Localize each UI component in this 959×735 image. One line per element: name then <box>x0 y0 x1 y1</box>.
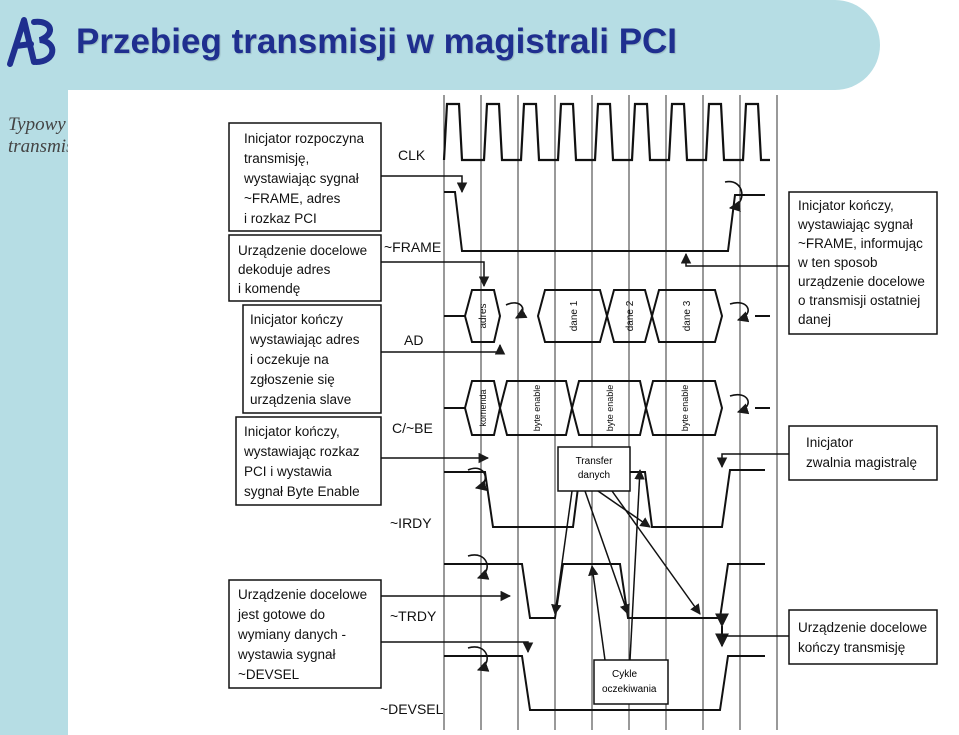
note-left-2-line1: Urządzenie docelowe <box>238 243 367 258</box>
note-left-1-line4: ~FRAME, adres <box>244 191 341 206</box>
trdy-turnaround-icon <box>467 554 490 580</box>
note-right-2-line2: zwalnia magistralę <box>806 455 917 470</box>
note-right-3-box <box>788 609 938 665</box>
cbe-cell-be2: byte enable <box>605 385 615 432</box>
signal-label-devsel: ~DEVSEL <box>380 701 444 717</box>
ad-turnaround-icon-1 <box>505 302 528 319</box>
note-left-5-line1: Urządzenie docelowe <box>238 587 367 602</box>
note-right-1-line1: Inicjator kończy, <box>798 198 894 213</box>
note-left-2-line3: i komendę <box>238 281 300 296</box>
note-connectors <box>381 175 789 654</box>
signal-label-cbe: C/~BE <box>392 420 433 436</box>
note-left-5-line3: wymiany danych - <box>237 627 346 642</box>
note-left-5-line5: ~DEVSEL <box>238 667 300 682</box>
signal-label-clk: CLK <box>398 147 426 163</box>
note-left-5-box <box>228 579 382 689</box>
cbe-cell-komenda: komenda <box>478 389 488 426</box>
note-right-1-line6: o transmisji ostatniej <box>798 293 920 308</box>
wait-arrows <box>588 468 645 661</box>
note-left-3-line1: Inicjator kończy <box>250 312 343 327</box>
page-title: Przebieg transmisji w magistrali PCI <box>76 22 678 61</box>
devsel-turnaround-icon <box>467 646 490 672</box>
note-left-2-line2: dekoduje adres <box>238 262 331 277</box>
signal-label-frame: ~FRAME <box>384 239 441 255</box>
note-left-1-line1: Inicjator rozpoczyna <box>244 131 365 146</box>
transfer-label-2: danych <box>578 470 610 481</box>
note-right-1-line2: wystawiając sygnał <box>797 217 913 232</box>
irdy-turnaround-icon <box>467 467 488 491</box>
ab-logo <box>7 17 56 67</box>
cbe-cell-be1: byte enable <box>532 385 542 432</box>
note-right-1-line4: w ten sposob <box>797 255 878 270</box>
note-right-1-line7: danej <box>798 312 831 327</box>
cbe-bus <box>444 380 770 436</box>
note-left-1-line5: i rozkaz PCI <box>244 211 317 226</box>
side-caption-line2: transmisji <box>8 136 85 157</box>
trdy-waveform <box>444 563 765 619</box>
title-band <box>0 0 880 90</box>
clock-grid <box>443 95 778 730</box>
note-left-5-line2: jest gotowe do <box>237 607 325 622</box>
timing-diagram: Transfer danych Cykle oczekiwania CLK ~F… <box>228 95 938 730</box>
note-left-5-line4: wystawia sygnał <box>237 647 336 662</box>
signal-label-irdy: ~IRDY <box>390 515 432 531</box>
note-left-2-box <box>228 234 382 302</box>
ad-cell-dane3: dane 3 <box>682 300 693 331</box>
transfer-label-1: Transfer <box>576 456 614 467</box>
note-left-3-line3: i oczekuje na <box>250 352 329 367</box>
note-left-4-line3: PCI i wystawia <box>244 464 332 479</box>
frame-turnaround-icon <box>724 180 743 212</box>
clk-waveform <box>442 102 770 162</box>
ad-turnaround-icon-2 <box>729 301 750 323</box>
wait-cycles-box <box>593 659 669 705</box>
note-right-3-line1: Urządzenie docelowe <box>798 620 927 635</box>
note-left-4-box <box>235 416 382 506</box>
note-left-1-line2: transmisję, <box>244 151 309 166</box>
note-right-1-line5: urządzenie docelowe <box>798 274 925 289</box>
ad-cell-dane2: dane 2 <box>625 300 636 331</box>
note-left-3-line5: urządzenia slave <box>250 392 351 407</box>
note-left-3-line2: wystawiając adres <box>249 332 360 347</box>
signal-label-trdy: ~TRDY <box>390 608 437 624</box>
note-left-1-line3: wystawiając sygnał <box>243 171 359 186</box>
note-right-2-box <box>788 425 938 481</box>
ad-cell-dane1: dane 1 <box>569 300 580 331</box>
note-right-1-line3: ~FRAME, informując <box>798 236 923 251</box>
devsel-waveform <box>444 655 765 711</box>
signal-label-ad: AD <box>404 332 423 348</box>
note-left-4-line4: sygnał Byte Enable <box>244 484 360 499</box>
note-left-4-line1: Inicjator kończy, <box>244 424 340 439</box>
note-left-3-box <box>242 304 382 414</box>
timing-diagram-panel: Transfer danych Cykle oczekiwania CLK ~F… <box>68 90 959 735</box>
note-right-2-line1: Inicjator <box>806 435 854 450</box>
note-right-1-box <box>788 191 938 335</box>
cbe-cell-be3: byte enable <box>680 385 690 432</box>
ad-cell-adres: adres <box>478 303 489 328</box>
note-left-4-line2: wystawiając rozkaz <box>243 444 360 459</box>
ad-bus <box>444 289 770 343</box>
wait-label-1: Cykle <box>612 669 637 680</box>
cbe-turnaround-icon <box>729 393 750 415</box>
note-left-3-line4: zgłoszenie się <box>250 372 335 387</box>
wait-label-2: oczekiwania <box>602 684 657 695</box>
left-decor-band <box>0 0 68 735</box>
transfer-arrows <box>551 490 701 616</box>
note-right-3-line2: kończy transmisję <box>798 640 905 655</box>
transfer-box <box>557 446 631 492</box>
note-left-1-box <box>228 122 382 232</box>
frame-waveform <box>444 191 765 252</box>
